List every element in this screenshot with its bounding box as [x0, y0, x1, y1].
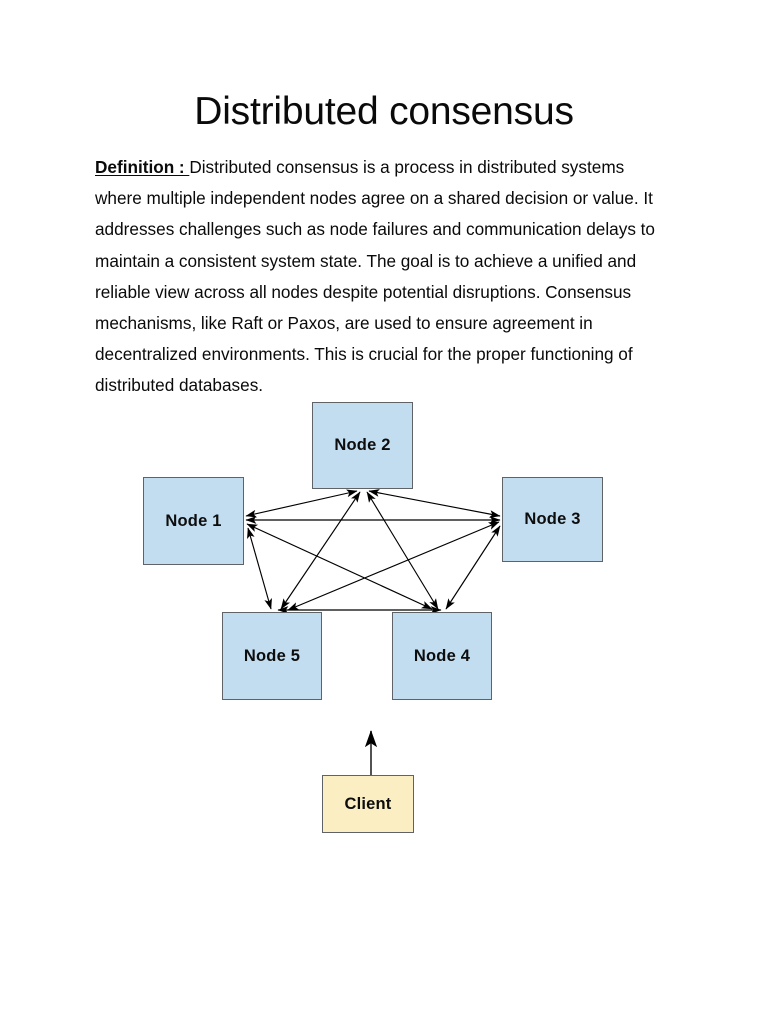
edge-group — [245, 489, 501, 614]
client-box[interactable]: Client — [322, 775, 414, 833]
node-label: Node 2 — [334, 436, 391, 454]
node-label: Node 5 — [243, 646, 301, 665]
edge-node2-node4 — [366, 491, 439, 610]
definition-label: Definition : — [95, 157, 190, 177]
node-box-node2[interactable]: Node 2 — [312, 402, 413, 489]
definition-paragraph: Definition : Distributed consensus is a … — [95, 152, 675, 402]
edge-node2-node3 — [368, 489, 501, 518]
client-label: Client — [344, 794, 392, 813]
node-label: Node 4 — [413, 646, 471, 665]
edge-node3-node4 — [445, 525, 501, 610]
node-box-node5[interactable]: Node 5 — [222, 612, 322, 700]
edge-node1-node5 — [247, 527, 272, 610]
node-box-node4[interactable]: Node 4 — [392, 612, 492, 700]
node-box-node1[interactable]: Node 1 — [143, 477, 244, 565]
edge-node1-node4 — [246, 523, 433, 610]
node-label: Node 3 — [524, 510, 581, 528]
edge-node1-node2 — [245, 489, 358, 518]
page-title: Distributed consensus — [194, 90, 574, 133]
definition-text: Distributed consensus is a process in di… — [95, 157, 655, 396]
edge-node2-node5 — [280, 491, 361, 610]
node-box-node3[interactable]: Node 3 — [502, 477, 603, 562]
edge-node3-node5 — [287, 521, 500, 611]
node-label: Node 1 — [165, 511, 222, 530]
